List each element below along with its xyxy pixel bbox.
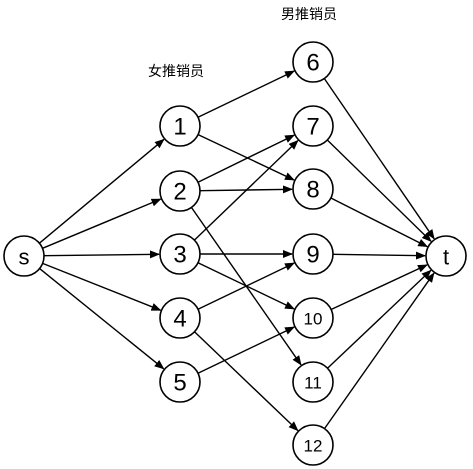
node-5: 5 — [159, 361, 201, 403]
node-circle — [292, 105, 334, 147]
node-6: 6 — [292, 41, 334, 83]
node-label: 12 — [304, 437, 323, 456]
node-label: 4 — [173, 306, 186, 333]
node-circle — [159, 170, 201, 212]
node-label: 7 — [306, 114, 319, 141]
edge-8-to-t — [330, 197, 429, 248]
node-label: 5 — [173, 370, 186, 397]
node-7: 7 — [292, 105, 334, 147]
node-circle — [292, 297, 334, 339]
node-4: 4 — [159, 297, 201, 339]
node-t: t — [425, 235, 467, 277]
node-label: 1 — [173, 114, 186, 141]
node-label: 6 — [306, 50, 319, 77]
node-circle — [292, 361, 334, 403]
node-8: 8 — [292, 168, 334, 210]
edge-s-to-4 — [42, 262, 162, 311]
edge-s-to-1 — [38, 138, 165, 244]
node-3: 3 — [159, 233, 201, 275]
node-label: s — [19, 245, 30, 270]
node-label: t — [443, 245, 449, 270]
edge-2-to-7 — [197, 134, 295, 183]
edge-4-to-12 — [194, 331, 299, 432]
edge-6-to-t — [323, 78, 435, 240]
edge-layer — [38, 70, 435, 432]
edge-1-to-8 — [197, 133, 295, 181]
node-label: 8 — [306, 177, 319, 204]
edge-4-to-9 — [197, 262, 296, 310]
node-circle — [159, 297, 201, 339]
male-group-label: 男推销员 — [281, 7, 337, 23]
node-circle — [159, 233, 201, 275]
node-label: 10 — [304, 310, 323, 329]
edge-10-to-t — [330, 264, 428, 311]
node-circle — [425, 235, 467, 277]
node-10: 10 — [292, 297, 334, 339]
edge-5-to-10 — [197, 326, 296, 374]
node-1: 1 — [159, 105, 201, 147]
node-s: s — [3, 235, 45, 277]
edge-1-to-6 — [197, 70, 296, 118]
female-group-label: 女推销员 — [148, 64, 204, 80]
edge-12-to-t — [323, 272, 435, 430]
edge-s-to-5 — [39, 268, 165, 370]
node-12: 12 — [292, 424, 334, 466]
node-label: 11 — [304, 374, 322, 393]
node-circle — [292, 424, 334, 466]
edge-11-to-t — [327, 269, 432, 369]
node-circle — [159, 105, 201, 147]
edge-7-to-t — [326, 139, 432, 242]
node-label: 2 — [173, 179, 186, 206]
node-circle — [292, 41, 334, 83]
node-11: 11 — [292, 361, 334, 403]
node-circle — [292, 233, 334, 275]
edge-3-to-7 — [193, 139, 299, 241]
node-label: 9 — [306, 242, 319, 269]
node-label: 3 — [173, 242, 186, 269]
node-circle — [3, 235, 45, 277]
node-9: 9 — [292, 233, 334, 275]
edge-s-to-2 — [42, 198, 162, 249]
node-circle — [292, 168, 334, 210]
edge-9-to-t — [332, 251, 426, 260]
node-2: 2 — [159, 170, 201, 212]
edge-s-to-3 — [43, 250, 160, 259]
node-circle — [159, 361, 201, 403]
